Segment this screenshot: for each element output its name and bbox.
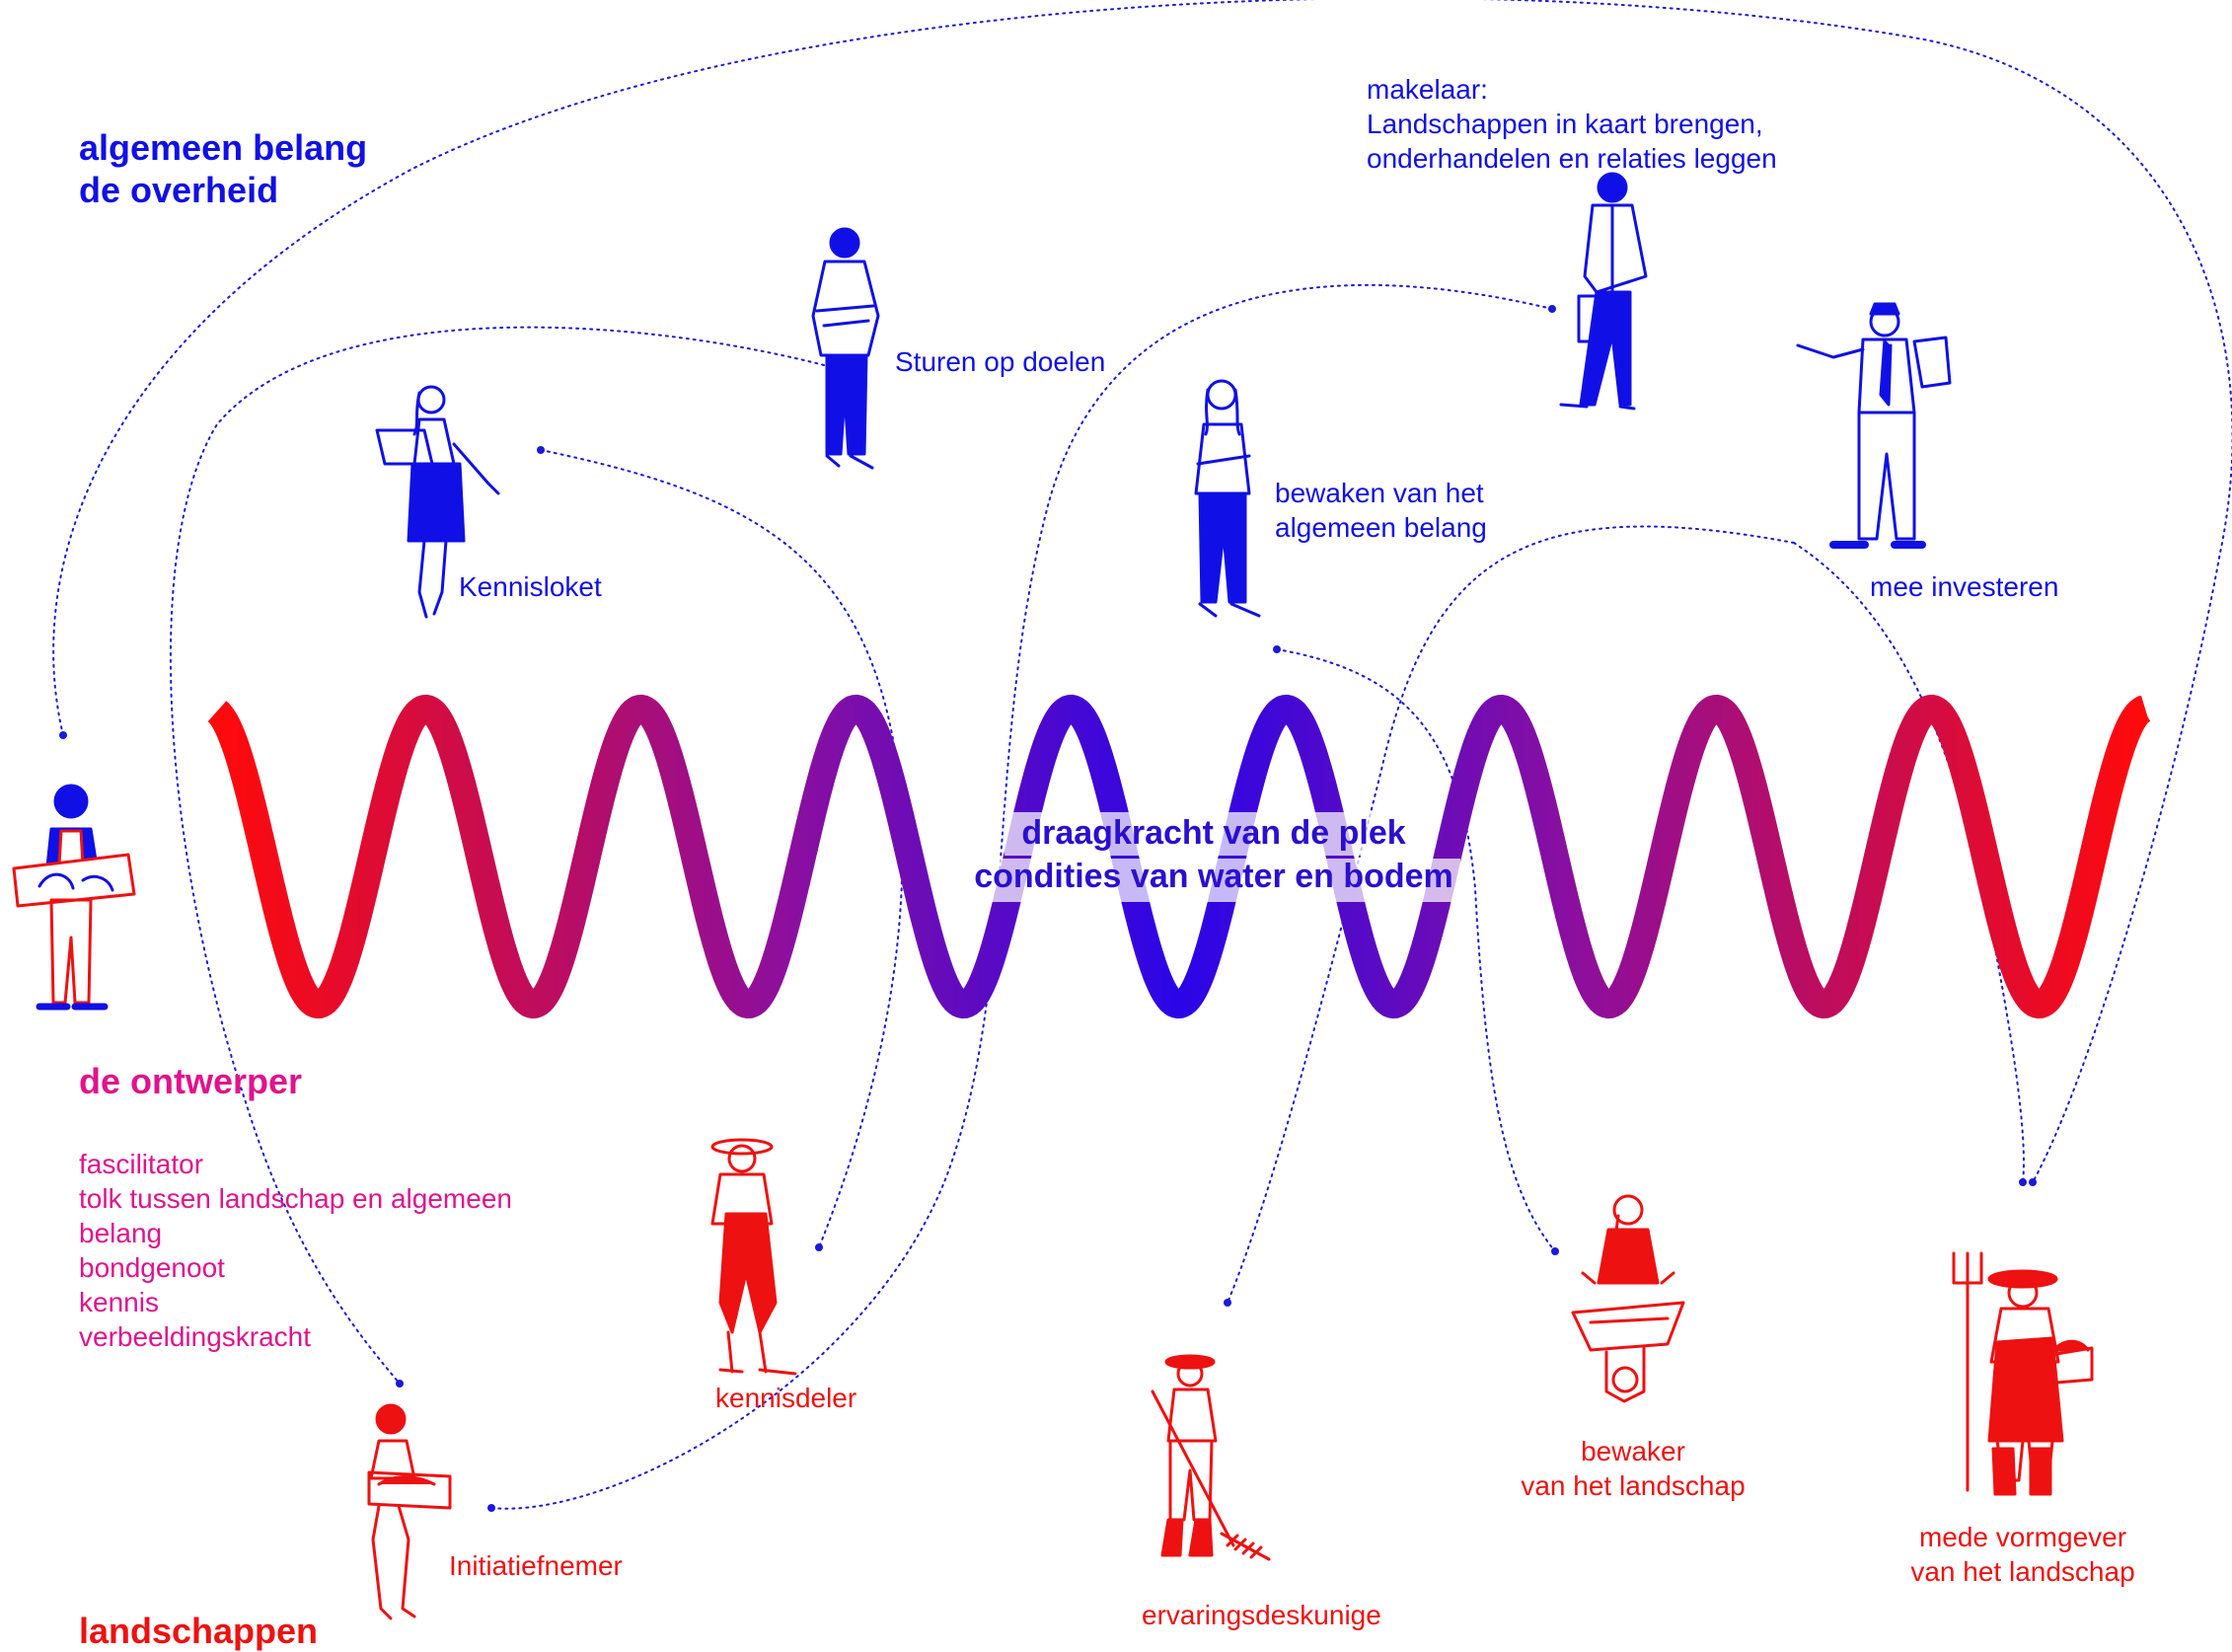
designer-with-map-icon bbox=[12, 784, 136, 1011]
role-bewaker-label: bewaker van het landschap bbox=[1521, 1436, 1746, 1501]
role-kennisdeler-label: kennisdeler bbox=[715, 1383, 857, 1413]
woman-with-laptop-icon bbox=[375, 385, 500, 619]
man-with-clipboard-icon bbox=[1796, 302, 1952, 549]
woman-with-crate-icon bbox=[367, 1403, 452, 1620]
farmer-with-hat-icon bbox=[710, 1138, 797, 1376]
role-makelaar-label: makelaar: Landschappen in kaart brengen,… bbox=[1367, 74, 1777, 174]
arc-endpoints bbox=[59, 305, 2037, 1512]
relation-arcs bbox=[52, 0, 2232, 1510]
farmer-with-pitchfork-icon bbox=[1952, 1251, 2094, 1496]
arc-makelaar-initiatiefnemer bbox=[490, 283, 1553, 1510]
designer-role-item: belang bbox=[79, 1218, 163, 1248]
arc-sturen-initiatiefnemer bbox=[169, 326, 825, 1385]
designer-role-item: verbeeldingskracht bbox=[79, 1321, 312, 1352]
woman-arms-crossed-icon bbox=[1194, 379, 1261, 618]
center-text-band bbox=[1004, 812, 1419, 856]
designer-role-item: tolk tussen landschap en algemeen bbox=[79, 1183, 512, 1214]
heading-government: algemeen belang de overheid bbox=[79, 127, 368, 211]
woman-with-wheelbarrow-icon bbox=[1571, 1194, 1685, 1403]
arc-bewaken-bewaker bbox=[1276, 648, 1556, 1252]
heading-designer: de ontwerper bbox=[79, 1061, 303, 1101]
role-vormgever-label: mede vormgever van het landschap bbox=[1910, 1522, 2135, 1587]
role-initiatiefnemer-label: Initiatiefnemer bbox=[449, 1550, 623, 1581]
role-investeren-label: mee investeren bbox=[1870, 571, 2059, 602]
businessman-with-briefcase-icon bbox=[1559, 172, 1648, 411]
designer-role-item: kennis bbox=[79, 1287, 159, 1317]
designer-role-item: fascilitator bbox=[79, 1149, 204, 1179]
role-kennisloket-label: Kennisloket bbox=[459, 571, 602, 602]
arc-investeren-ervaringsdeskundige bbox=[1227, 525, 1795, 1304]
designer-role-list: fascilitator tolk tussen landschap en al… bbox=[79, 1147, 512, 1354]
role-sturen-label: Sturen op doelen bbox=[895, 346, 1106, 377]
center-text-band bbox=[957, 859, 1460, 902]
wave-center-text: draagkracht van de plek condities van wa… bbox=[974, 814, 1453, 896]
arc-investeren-vormgever bbox=[1793, 542, 2025, 1183]
designer-role-item: bondgenoot bbox=[79, 1252, 225, 1283]
man-in-suit-icon bbox=[811, 227, 880, 470]
role-ervaringsdeskundige-label: ervaringsdeskunige bbox=[1142, 1600, 1381, 1630]
farmer-with-rake-icon bbox=[1151, 1354, 1271, 1561]
role-bewaken-label: bewaken van het algemeen belang bbox=[1275, 478, 1487, 543]
heading-landscapes: landschappen bbox=[79, 1611, 319, 1651]
carrying-capacity-wave bbox=[207, 694, 2151, 1019]
